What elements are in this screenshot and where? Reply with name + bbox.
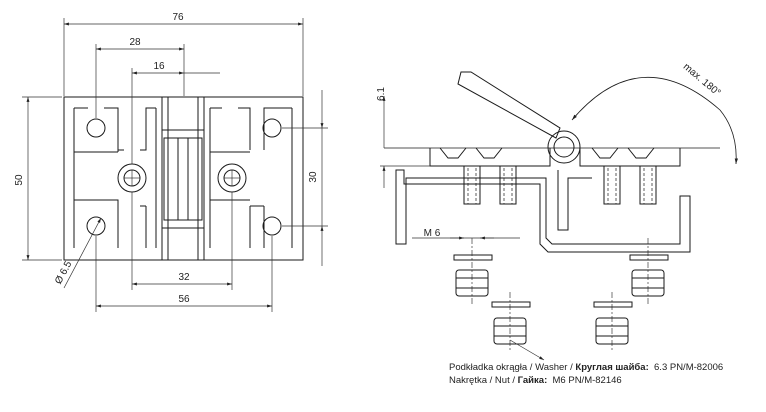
washer-nut-3: [491, 292, 531, 350]
hinge-pin: [553, 136, 575, 158]
dim-76: 76: [172, 12, 184, 23]
washer-label-pl: Podkładka okrągła / Washer /: [449, 362, 573, 373]
washer-spec: 6.3 PN/M-82006: [654, 362, 724, 373]
hinge-section-view: [384, 71, 739, 253]
mounting-profile: [395, 169, 691, 253]
washer-label-ru: Круглая шайба:: [575, 362, 649, 373]
left-bottom-hole: [86, 216, 106, 236]
left-top-hole: [86, 118, 106, 138]
dim-28: 28: [129, 37, 141, 48]
nut-label-pl: Nakrętka / Nut /: [449, 375, 515, 386]
dim-30: 30: [308, 171, 319, 183]
left-plate: [63, 96, 163, 261]
dim-m6: M 6: [424, 228, 441, 239]
dim-hole-diameter: Ø 6.5: [53, 259, 74, 286]
right-leaf-section: [579, 147, 681, 167]
hinge-top-view: [63, 96, 304, 261]
dim-6-1: 6.1: [376, 87, 387, 101]
dim-32: 32: [178, 272, 190, 283]
fasteners: [453, 238, 669, 350]
dimension-labels-right: 6.1 max. 180° M 6: [376, 61, 722, 239]
right-plate: [203, 96, 304, 261]
dimension-lines-left: [22, 18, 328, 312]
dim-16: 16: [153, 61, 165, 72]
dimension-lines-right: [380, 96, 545, 361]
nut-caption: Nakrętka / Nut / Гайка: M6 PN/M-82146: [449, 375, 622, 386]
left-leaf-section: [429, 147, 551, 167]
rotation-arc: [571, 77, 739, 165]
washer-nut-1: [453, 238, 493, 304]
washer-nut-2: [629, 238, 669, 304]
washer-nut-4: [593, 292, 633, 350]
washer-caption: Podkładka okrągła / Washer / Круглая шай…: [449, 362, 723, 373]
bolts: [463, 166, 657, 205]
right-bottom-hole: [262, 216, 282, 236]
hinge-knuckle: [161, 96, 205, 261]
dim-56: 56: [178, 294, 190, 305]
raised-leaf: [457, 71, 561, 139]
nut-label-ru: Гайка:: [517, 375, 548, 386]
nut-spec: M6 PN/M-82146: [552, 375, 622, 386]
dim-max-180: max. 180°: [681, 61, 723, 98]
dim-50: 50: [14, 174, 25, 186]
right-top-hole: [262, 118, 282, 138]
dimension-labels-left: 76 28 16 50 30 32 56 Ø 6.5: [14, 12, 319, 305]
